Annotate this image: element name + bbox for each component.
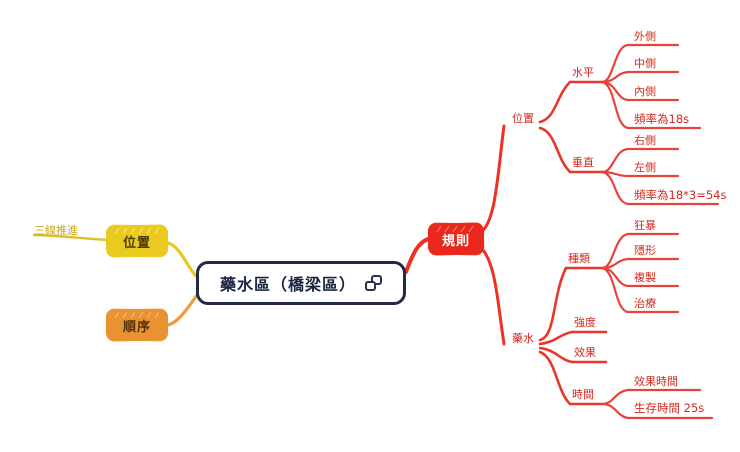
connector-rules-to-position xyxy=(479,124,506,234)
node-left-position[interactable]: 位置 xyxy=(108,226,166,256)
node-left-position-skin xyxy=(108,226,166,256)
connector-potion-to-type xyxy=(538,266,568,342)
node-potion-time-label[interactable]: 時間 xyxy=(572,388,594,401)
leaf-middle-side[interactable]: 中側 xyxy=(634,57,656,70)
leaf-outer-side[interactable]: 外側 xyxy=(634,30,656,43)
node-rules-skin xyxy=(430,224,482,254)
connector-type-to-heal xyxy=(600,266,630,314)
leaf-survival-duration[interactable]: 生存時間 25s xyxy=(634,401,705,415)
connector-vertical-to-left xyxy=(600,170,630,178)
node-left-order-skin xyxy=(108,310,166,340)
node-left-order-label: 順序 xyxy=(122,319,151,335)
root-node[interactable]: 藥水區（橋梁區） xyxy=(196,261,406,305)
node-horizontal-label[interactable]: 水平 xyxy=(572,66,594,79)
node-rules-label: 規則 xyxy=(441,233,470,249)
leaf-vertical-frequency[interactable]: 頻率為18*3=54s xyxy=(634,188,727,202)
leaf-right-side[interactable]: 右側 xyxy=(634,134,656,147)
connector-rules-to-potion xyxy=(479,246,506,346)
node-left-order[interactable]: 順序 xyxy=(108,310,166,340)
copy-icon-front-square xyxy=(365,281,376,291)
leaf-three-lane-push[interactable]: 三線推進 xyxy=(34,224,78,237)
connector-type-to-invisible xyxy=(600,257,630,270)
connector-root-to-left-position xyxy=(166,241,198,278)
connector-root-to-left-order xyxy=(166,292,200,327)
connector-type-to-berserk xyxy=(600,232,630,270)
connector-time-to-survival-duration xyxy=(600,402,630,420)
leaf-heal[interactable]: 治療 xyxy=(634,297,656,310)
leaf-left-side[interactable]: 左側 xyxy=(634,161,656,174)
connector-horizontal-to-middle xyxy=(600,70,630,84)
root-node-label: 藥水區（橋梁區） xyxy=(219,275,356,294)
node-potion-strength-label[interactable]: 強度 xyxy=(574,316,596,329)
copy-icon-back-square xyxy=(371,275,382,285)
leaf-inner-side[interactable]: 內側 xyxy=(634,85,656,98)
leaf-berserk[interactable]: 狂暴 xyxy=(634,219,656,232)
node-rules[interactable]: 規則 xyxy=(430,224,482,254)
copy-icon[interactable] xyxy=(365,275,382,291)
sketch-hatch-rules xyxy=(436,226,474,232)
connector-potion-to-time xyxy=(538,350,572,406)
connector-horizontal-to-frequency xyxy=(600,80,630,130)
node-potion-type-label[interactable]: 種類 xyxy=(568,252,590,265)
leaf-clone[interactable]: 複製 xyxy=(634,271,656,284)
sketch-hatch-left-order xyxy=(114,312,160,318)
sketch-hatch-left-position xyxy=(114,228,160,234)
connector-vertical-to-frequency xyxy=(600,170,630,206)
node-vertical-label[interactable]: 垂直 xyxy=(572,156,594,169)
node-potion-effect-label[interactable]: 效果 xyxy=(574,346,596,359)
leaf-horizontal-frequency[interactable]: 頻率為18s xyxy=(634,112,690,126)
node-left-position-label: 位置 xyxy=(122,235,151,251)
leaf-effect-duration[interactable]: 效果時間 xyxy=(634,375,678,388)
connector-horizontal-to-outer xyxy=(600,43,630,84)
connector-potion-to-effect xyxy=(538,346,574,364)
connector-potion-to-strength xyxy=(538,330,574,346)
connector-position-to-vertical xyxy=(538,126,572,174)
connector-time-to-effect-duration xyxy=(600,388,630,406)
connector-type-to-clone xyxy=(600,266,630,288)
node-rules-position-label[interactable]: 位置 xyxy=(512,112,534,125)
connector-vertical-to-right xyxy=(600,147,630,174)
connector-position-to-horizontal xyxy=(538,80,572,124)
connector-horizontal-to-inner xyxy=(600,80,630,102)
leaf-invisible[interactable]: 隱形 xyxy=(634,244,656,257)
node-rules-potion-label[interactable]: 藥水 xyxy=(512,332,534,345)
